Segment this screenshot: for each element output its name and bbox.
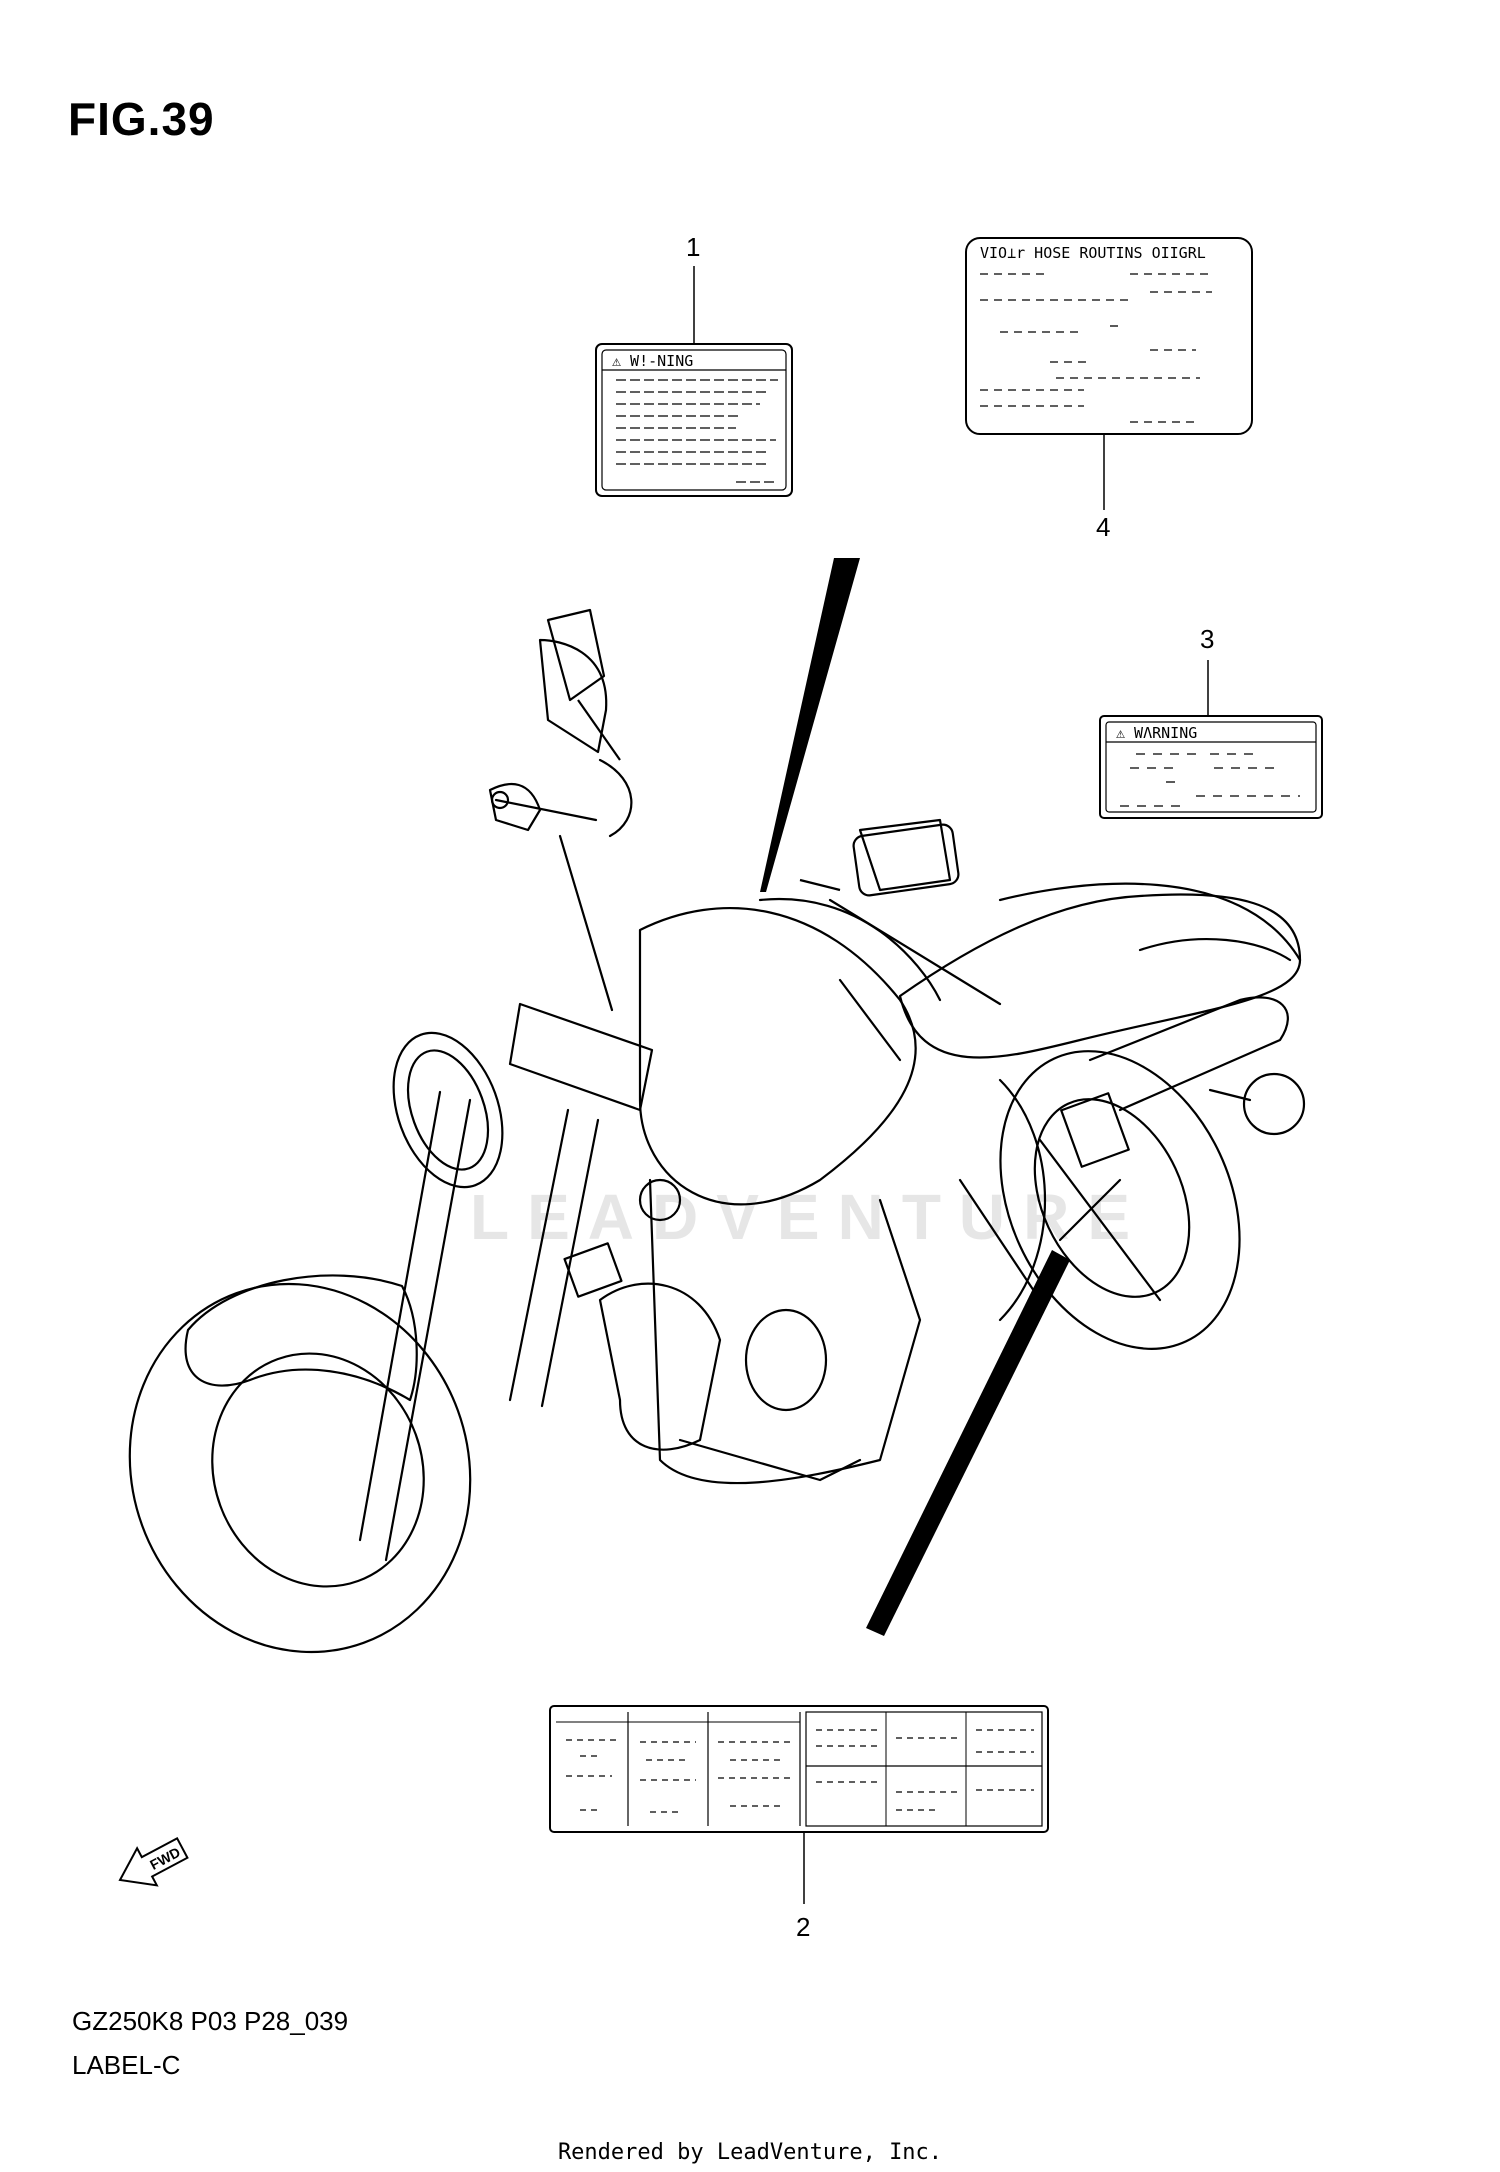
motorcycle-outline xyxy=(128,638,1306,1654)
callout-1[interactable]: 1 xyxy=(686,232,701,262)
callout-3[interactable]: 3 xyxy=(1200,624,1215,654)
label-4-sticker[interactable] xyxy=(965,237,1253,435)
callout-2[interactable]: 2 xyxy=(796,1912,811,1942)
figure-title: FIG.39 xyxy=(68,93,215,145)
label-3-title: ⚠ WΛRNING xyxy=(1116,724,1197,742)
diagram-code: GZ250K8 P03 P28_039 xyxy=(72,2006,349,2036)
label-2-sticker[interactable] xyxy=(549,1705,1049,1833)
leader-wedge-2 xyxy=(866,1250,1070,1636)
diagram-label: LABEL-C xyxy=(72,2050,181,2080)
fwd-arrow-icon: FWD xyxy=(118,1836,189,1887)
mirrors xyxy=(488,608,952,892)
leader-wedge-3 xyxy=(760,558,860,892)
rendered-by-credit: Rendered by LeadVenture, Inc. xyxy=(557,2140,943,2165)
callout-4[interactable]: 4 xyxy=(1096,512,1111,542)
label-3-sticker[interactable] xyxy=(1099,715,1323,819)
label-4-title: VIO⊥r HOSE ROUTINS OIIGRL xyxy=(980,244,1206,262)
label-1-sticker[interactable] xyxy=(595,343,793,497)
label-1-title: ⚠ W!-NING xyxy=(612,352,693,370)
